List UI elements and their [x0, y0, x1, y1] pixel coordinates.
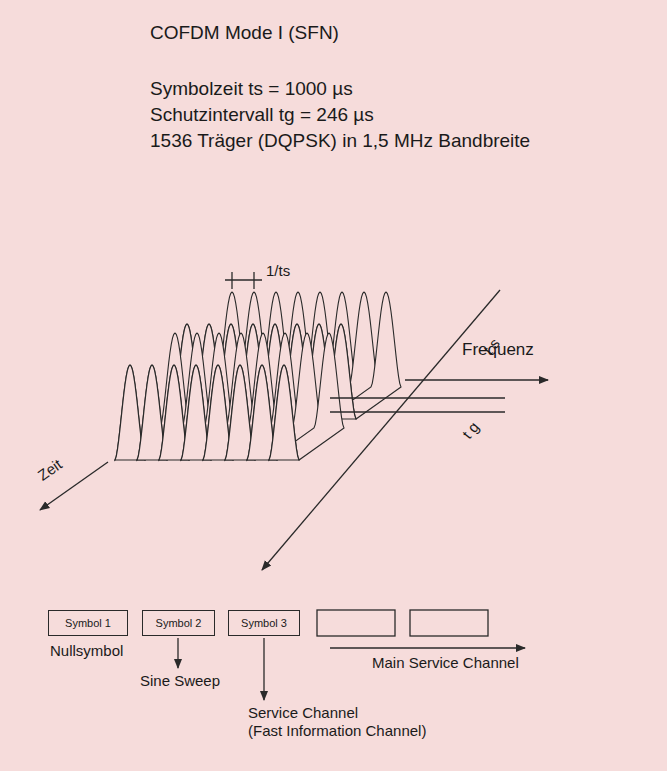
symbol-box	[317, 610, 395, 636]
carrier-body	[203, 333, 278, 460]
axis-label: Zeit	[35, 455, 66, 484]
carrier-body	[115, 333, 190, 460]
carrier-body	[181, 333, 256, 460]
symbol-box: Symbol 2	[142, 610, 215, 636]
spec-line: Schutzintervall tg = 246 µs	[150, 104, 374, 127]
symbol-box: Symbol 1	[48, 610, 128, 636]
pointer-arrow	[263, 638, 264, 700]
carrier-body	[225, 333, 300, 460]
carrier-spectrum	[269, 365, 299, 460]
carrier-body	[269, 333, 344, 460]
spacing-tick	[253, 272, 254, 289]
symbol-box	[410, 610, 488, 636]
spec-line: Symbolzeit ts = 1000 µs	[150, 78, 353, 101]
dimension-label: tg	[459, 415, 486, 442]
symbol-name: Symbol 2	[156, 617, 202, 629]
symbol-time-line	[262, 290, 500, 570]
spacing-line	[225, 279, 262, 280]
channel-label: Main Service Channel	[372, 654, 519, 672]
symbol-box: Symbol 3	[228, 610, 300, 636]
channel-label: (Fast Information Channel)	[248, 722, 426, 740]
channel-label: Service Channel	[248, 704, 358, 722]
frequency-axis	[405, 379, 548, 380]
carrier-body	[159, 333, 234, 460]
spacing-label: 1/ts	[266, 262, 290, 280]
guard-line	[330, 397, 505, 398]
symbol-label: Sine Sweep	[140, 672, 220, 690]
pointer-arrow	[177, 638, 178, 668]
title: COFDM Mode I (SFN)	[150, 22, 339, 45]
carrier-body	[137, 333, 212, 460]
symbol-name: Symbol 1	[65, 617, 111, 629]
spec-line: 1536 Träger (DQPSK) in 1,5 MHz Bandbreit…	[150, 130, 530, 153]
pointer-arrow	[330, 647, 525, 648]
symbol-name: Symbol 3	[241, 617, 287, 629]
symbol-label: Nullsymbol	[50, 642, 123, 660]
carrier-spectra	[115, 292, 401, 460]
spacing-tick	[231, 272, 232, 289]
guard-line	[330, 411, 505, 412]
